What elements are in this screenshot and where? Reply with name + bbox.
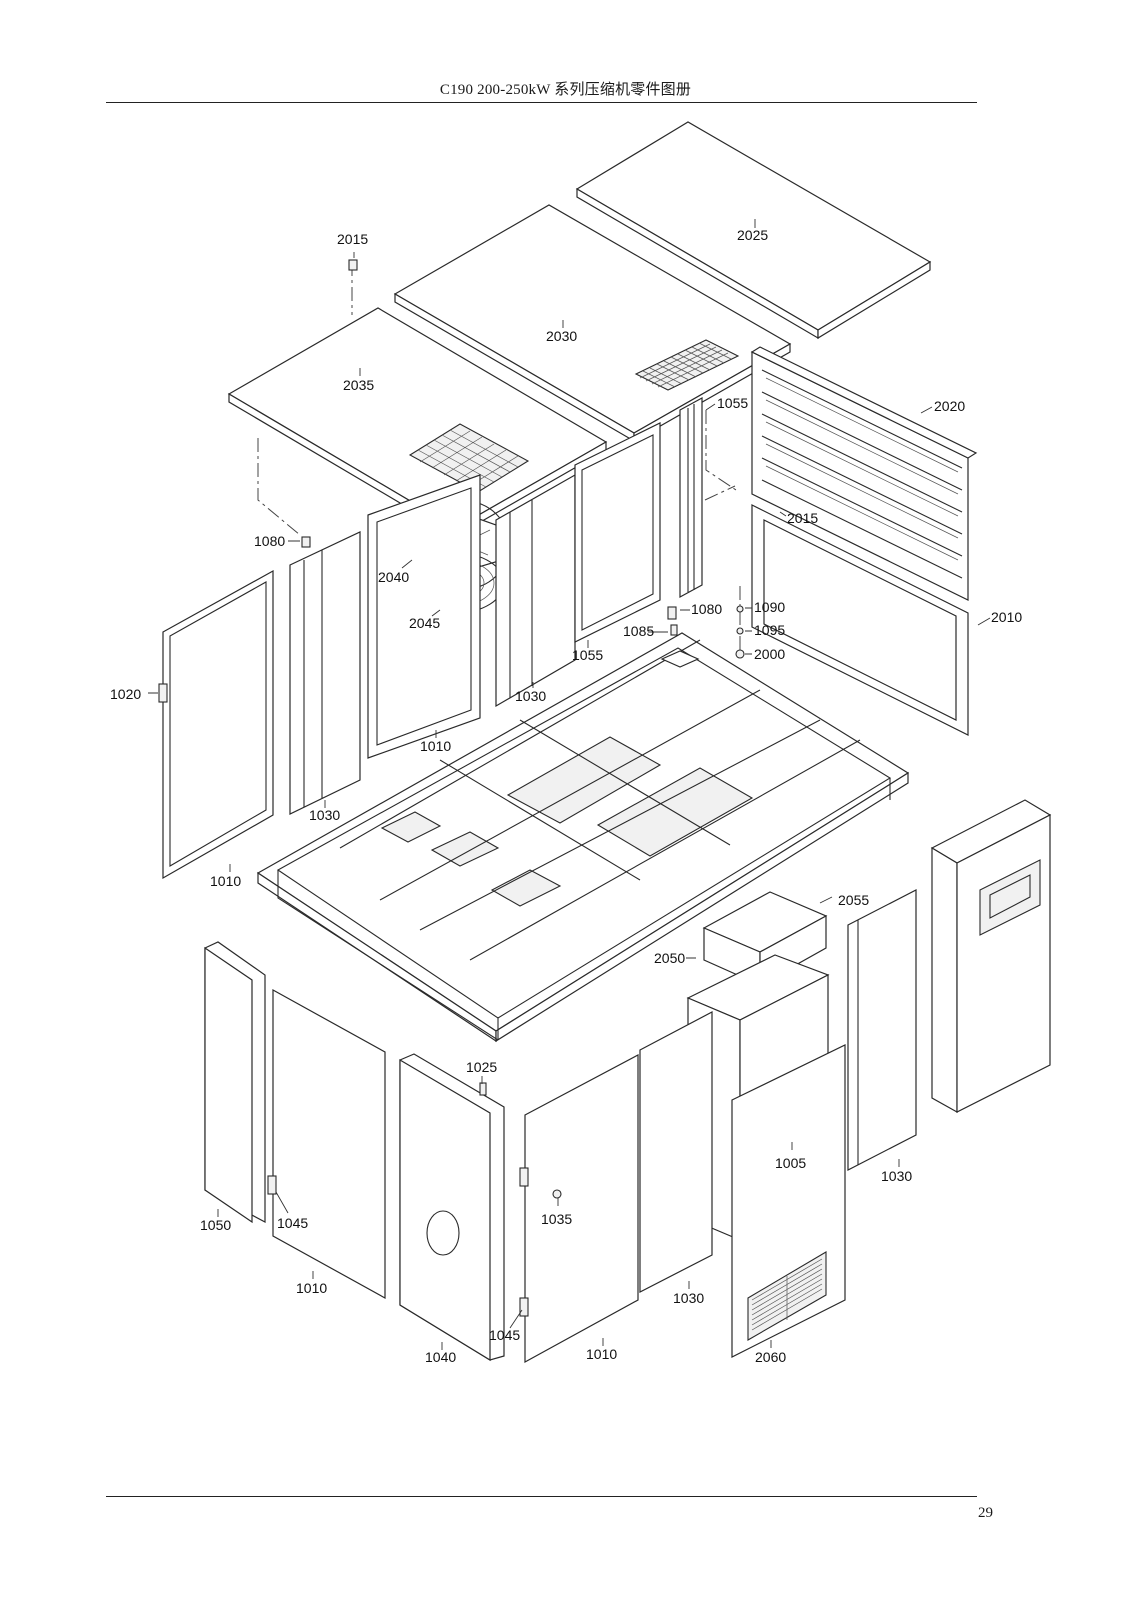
callout-label: 1030 [515, 688, 546, 704]
callout-label: 2055 [838, 892, 869, 908]
callout-label: 1080 [691, 601, 722, 617]
callout-label: 1010 [296, 1280, 327, 1296]
callout-label: 2010 [991, 609, 1022, 625]
door-panel-1010-front-left [267, 988, 386, 1300]
top-panel-2035 [227, 307, 608, 538]
door-panel-1010-rear-right [574, 422, 661, 643]
callout-label: 2045 [409, 615, 440, 631]
page-header-title: C190 200-250kW 系列压缩机零件图册 [439, 82, 692, 98]
callout-label: 1025 [466, 1059, 497, 1075]
callout-label: 1095 [754, 622, 785, 638]
callout-label: 2030 [546, 328, 577, 344]
callout-label: 1010 [586, 1346, 617, 1362]
fasteners [301, 259, 745, 1199]
callout-label: 1010 [420, 738, 451, 754]
callout-label: 1035 [541, 1211, 572, 1227]
callout-label: 2060 [755, 1349, 786, 1365]
frame-panel-2010 [751, 504, 969, 736]
top-panel-2030 [393, 204, 792, 443]
door-panel-1010-rear [367, 474, 481, 759]
callout-label: 1045 [489, 1327, 520, 1343]
callout-label: 2040 [378, 569, 409, 585]
control-cabinet [930, 799, 1052, 1114]
callout-label: 2015 [787, 510, 818, 526]
vent-grille-2060 [747, 1251, 827, 1341]
callout-label: 1005 [775, 1155, 806, 1171]
side-panel-1030-front [639, 1011, 713, 1293]
panel-1040 [399, 1053, 505, 1362]
header-rule [106, 102, 977, 103]
post-1055-right [679, 396, 703, 599]
top-panel-2025 [575, 121, 932, 340]
louver-panel-2020 [750, 346, 978, 601]
callout-label: 2025 [737, 227, 768, 243]
callout-label: 1085 [623, 623, 654, 639]
callout-label: 2050 [654, 950, 685, 966]
callout-label: 1080 [254, 533, 285, 549]
callout-label: 1050 [200, 1217, 231, 1233]
callout-label: 1020 [110, 686, 141, 702]
door-panel-1010-front-right [519, 1054, 639, 1364]
callout-label: 2035 [343, 377, 374, 393]
base-frame [256, 632, 910, 1043]
callout-label: 2000 [754, 646, 785, 662]
callout-label: 1030 [673, 1290, 704, 1306]
callout-label: 1090 [754, 599, 785, 615]
side-panel-1030-right [847, 889, 917, 1171]
callout-label: 1045 [277, 1215, 308, 1231]
page-number: 29 [978, 1505, 993, 1521]
door-panel-1020 [158, 569, 274, 880]
callout-label: 1055 [717, 395, 748, 411]
callout-label: 1030 [881, 1168, 912, 1184]
side-panel-1030-rear [495, 473, 576, 708]
callout-label: 1010 [210, 873, 241, 889]
footer-rule [106, 1496, 977, 1497]
callout-label: 2015 [337, 231, 368, 247]
callout-label: 2020 [934, 398, 965, 414]
side-panel-1030-left [289, 531, 361, 815]
callout-label: 1055 [572, 647, 603, 663]
panel-1050 [204, 941, 266, 1224]
callout-label: 1040 [425, 1349, 456, 1365]
callout-label: 1030 [309, 807, 340, 823]
